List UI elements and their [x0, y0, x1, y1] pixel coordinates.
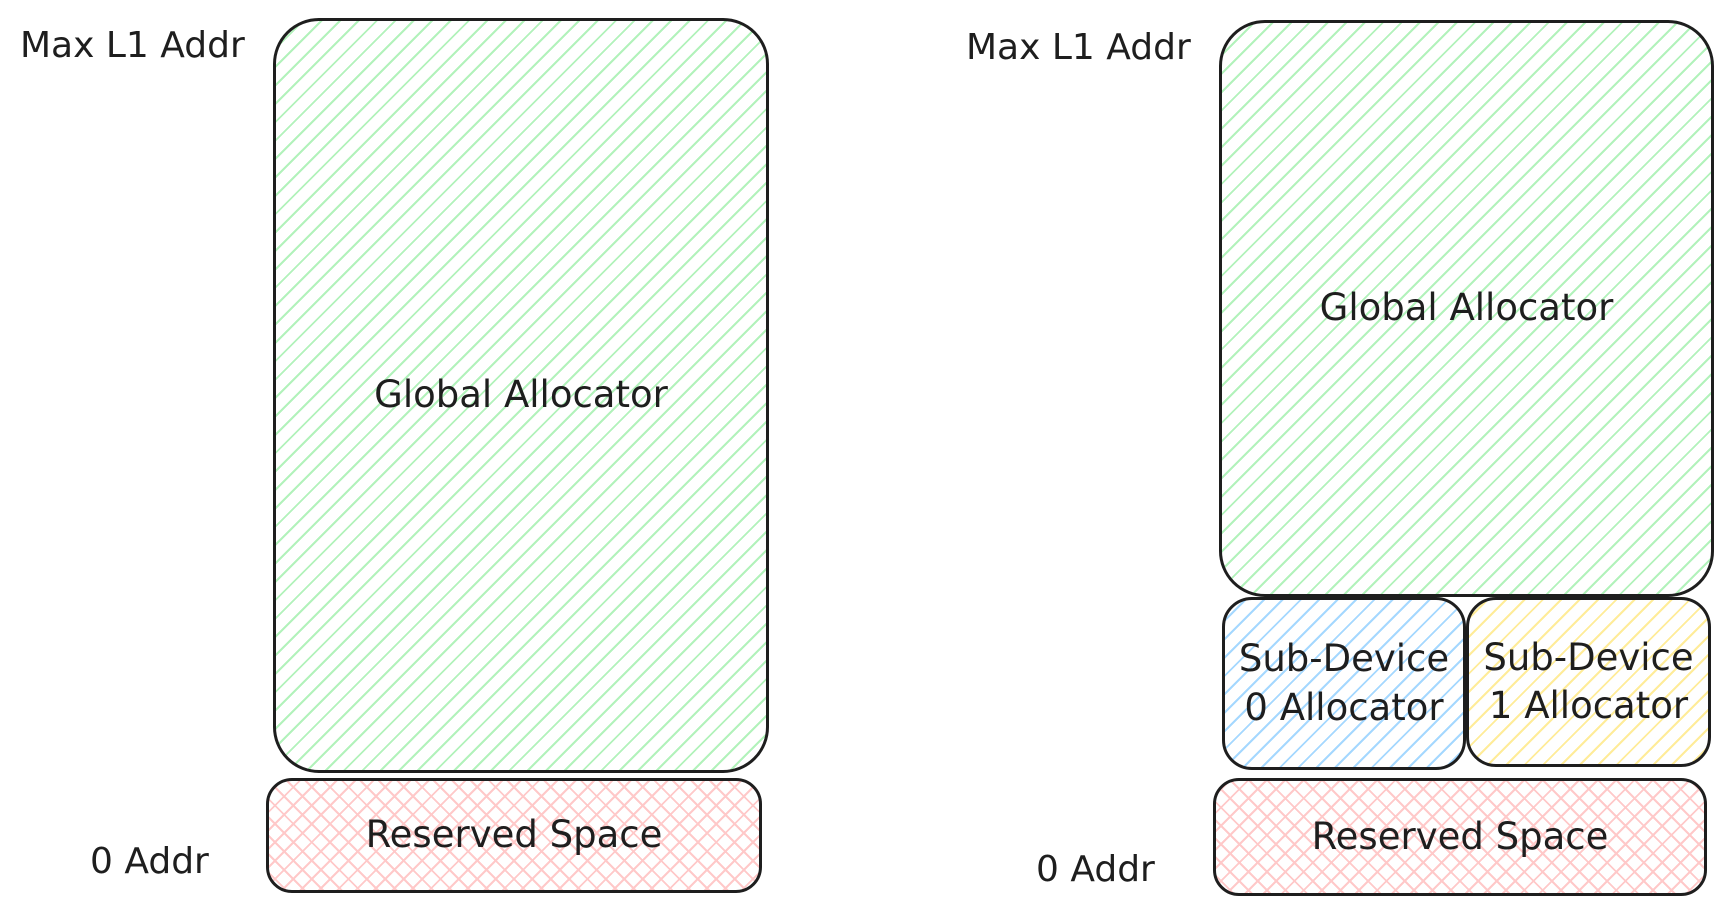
right-zero-addr-label: 0 Addr [1036, 849, 1155, 890]
left-global-allocator-region: Global Allocator [273, 18, 769, 773]
sub-device-0-allocator-label: Sub-Device 0 Allocator [1239, 635, 1449, 731]
right-global-allocator-region: Global Allocator [1219, 20, 1714, 597]
sub-device-0-label-line2: 0 Allocator [1244, 685, 1444, 729]
right-max-addr-label: Max L1 Addr [966, 27, 1191, 68]
right-reserved-space-region: Reserved Space [1213, 778, 1707, 896]
left-reserved-space-label: Reserved Space [365, 813, 663, 857]
sub-device-0-allocator-region: Sub-Device 0 Allocator [1222, 597, 1466, 770]
left-zero-addr-label: 0 Addr [90, 841, 209, 882]
sub-device-1-label-line1: Sub-Device [1483, 635, 1694, 679]
right-global-allocator-label: Global Allocator [1319, 286, 1614, 330]
sub-device-1-allocator-label: Sub-Device 1 Allocator [1483, 634, 1693, 730]
sub-device-1-label-line2: 1 Allocator [1488, 684, 1689, 727]
left-max-addr-label: Max L1 Addr [20, 25, 245, 66]
sub-device-1-allocator-region: Sub-Device 1 Allocator [1466, 597, 1711, 767]
left-reserved-space-region: Reserved Space [266, 778, 762, 893]
right-reserved-space-label: Reserved Space [1311, 814, 1609, 858]
left-global-allocator-label: Global Allocator [374, 373, 668, 417]
sub-device-0-label-line1: Sub-Device [1238, 637, 1450, 681]
